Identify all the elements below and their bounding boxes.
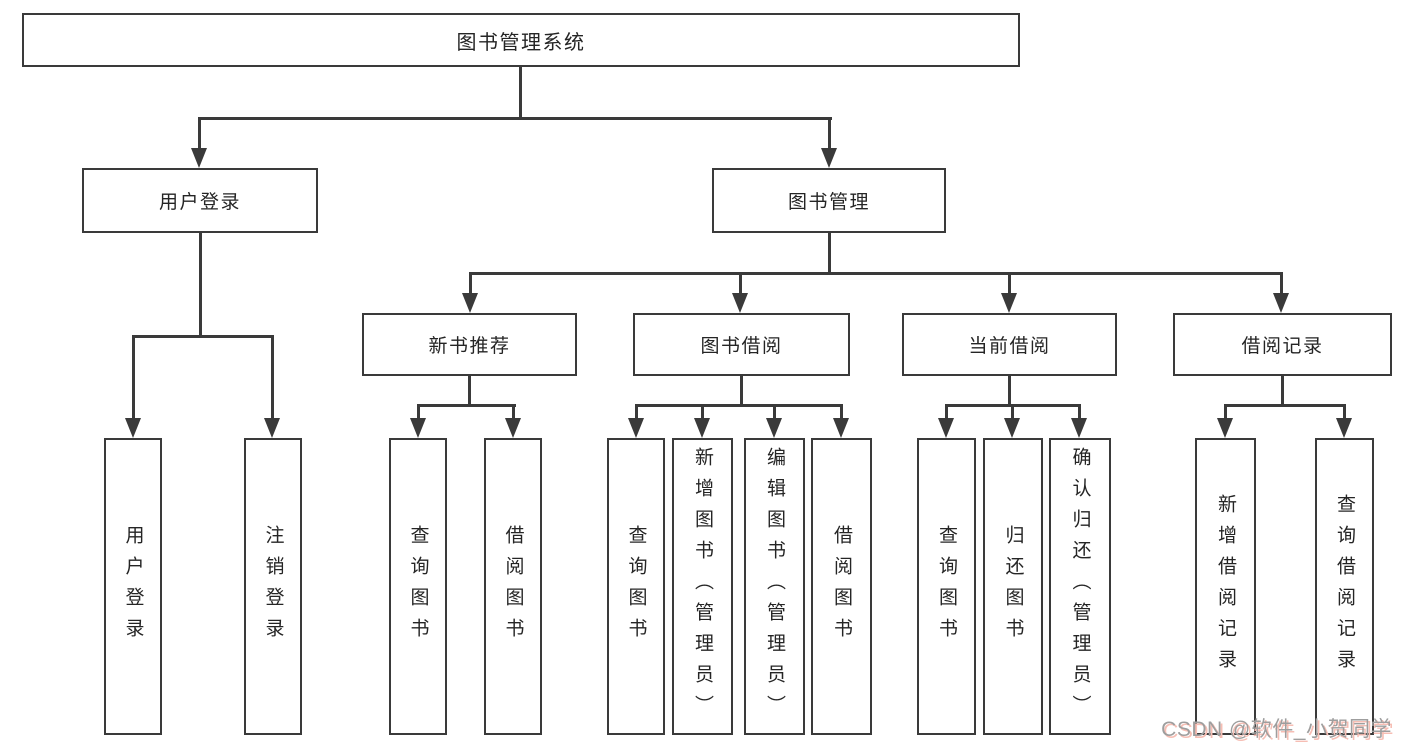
leaf-label: 归还图书 <box>1002 524 1024 649</box>
node-book-borrowing: 图书借阅 <box>633 313 850 376</box>
leaf-label: 注销登录 <box>262 524 284 649</box>
leaf-label: 新增图书（管理员） <box>692 447 713 726</box>
connector-recommendation-branch-line <box>417 404 516 407</box>
arrow-down-icon <box>1011 404 1014 418</box>
arrow-down-icon <box>417 404 420 418</box>
arrow-down-icon <box>945 404 948 418</box>
leaf-label: 查询图书 <box>936 524 957 649</box>
node-library-management-system: 图书管理系统 <box>22 13 1020 67</box>
connector-current-stub <box>1008 375 1011 406</box>
arrow-down-icon <box>512 404 515 418</box>
node-confirm-return-admin: 确认归还（管理员） <box>1049 438 1111 735</box>
node-user-login-leaf: 用户登录 <box>104 438 162 735</box>
node-add-book-admin: 新增图书（管理员） <box>672 438 733 735</box>
connector-user-login-stub <box>199 231 202 337</box>
arrow-down-icon <box>701 404 704 418</box>
leaf-label: 确认归还（管理员） <box>1069 447 1091 726</box>
arrow-down-icon <box>1343 404 1346 418</box>
connector-borrowing-branch-line <box>635 404 843 407</box>
node-query-books-current: 查询图书 <box>917 438 976 735</box>
node-new-book-recommendation: 新书推荐 <box>362 313 577 376</box>
arrow-down-icon <box>1280 272 1283 293</box>
node-return-books: 归还图书 <box>983 438 1043 735</box>
node-query-borrow-record: 查询借阅记录 <box>1315 438 1374 735</box>
node-borrow-books-recommend: 借阅图书 <box>484 438 542 735</box>
connector-book-management-branch-line <box>469 272 1283 275</box>
connector-borrowing-stub <box>740 375 743 406</box>
arrow-down-icon <box>840 404 843 418</box>
arrow-down-icon <box>198 117 201 148</box>
arrow-down-icon <box>1008 272 1011 293</box>
leaf-label: 查询图书 <box>407 524 429 649</box>
connector-records-branch-line <box>1224 404 1346 407</box>
arrow-down-icon <box>271 335 274 418</box>
connector-root-branch-line <box>198 117 832 120</box>
leaf-label: 查询借阅记录 <box>1334 493 1355 680</box>
arrow-down-icon <box>132 335 135 418</box>
connector-book-management-stub <box>828 231 831 274</box>
leaf-label: 用户登录 <box>122 524 144 649</box>
connector-root-stub <box>519 66 522 119</box>
node-logout-leaf: 注销登录 <box>244 438 302 735</box>
node-user-login: 用户登录 <box>82 168 318 233</box>
node-edit-book-admin: 编辑图书（管理员） <box>744 438 805 735</box>
node-query-books-borrowing: 查询图书 <box>607 438 665 735</box>
leaf-label: 借阅图书 <box>831 524 852 649</box>
arrow-down-icon <box>828 117 831 148</box>
connector-recommendation-stub <box>468 375 471 406</box>
csdn-watermark: CSDN @软件_小贺同学 <box>1161 718 1392 741</box>
arrow-down-icon <box>773 404 776 418</box>
arrow-down-icon <box>1078 404 1081 418</box>
node-borrowing-records: 借阅记录 <box>1173 313 1392 376</box>
arrow-down-icon <box>469 272 472 293</box>
leaf-label: 新增借阅记录 <box>1215 493 1236 680</box>
connector-user-login-branch-line <box>132 335 274 338</box>
node-add-borrow-record: 新增借阅记录 <box>1195 438 1256 735</box>
node-query-books-recommend: 查询图书 <box>389 438 447 735</box>
connector-records-stub <box>1281 375 1284 406</box>
arrow-down-icon <box>1224 404 1227 418</box>
arrow-down-icon <box>635 404 638 418</box>
node-book-management: 图书管理 <box>712 168 946 233</box>
node-current-borrowing: 当前借阅 <box>902 313 1117 376</box>
leaf-label: 查询图书 <box>625 524 647 649</box>
leaf-label: 借阅图书 <box>502 524 524 649</box>
leaf-label: 编辑图书（管理员） <box>764 447 785 726</box>
node-borrow-books-borrowing: 借阅图书 <box>811 438 872 735</box>
arrow-down-icon <box>739 272 742 293</box>
